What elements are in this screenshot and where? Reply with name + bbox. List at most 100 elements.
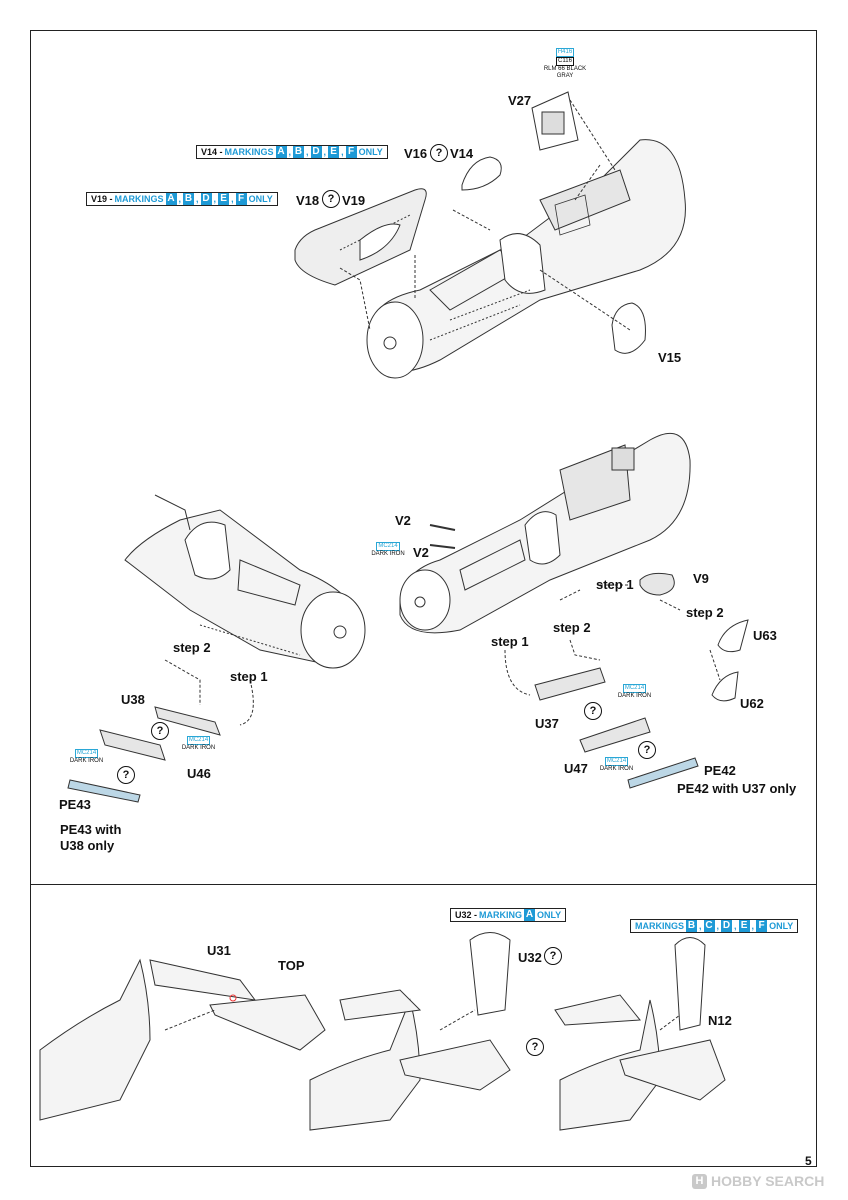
- marking-letter: F: [345, 146, 357, 158]
- step-label: step 1: [596, 577, 634, 592]
- paint-name: DARK IRON: [599, 766, 634, 772]
- note-line: U38 only: [60, 838, 115, 853]
- step-label: step 1: [491, 634, 529, 649]
- tail-drawing-1: [39, 958, 326, 1121]
- paint-name: DARK IRON: [181, 745, 216, 751]
- part-label-u46: U46: [187, 766, 211, 781]
- note-line: PE43 with: [60, 822, 122, 837]
- tail-drawing-3: [554, 937, 726, 1131]
- paint-code: MC214: [186, 736, 211, 745]
- paint-code: MC214: [376, 542, 400, 551]
- part-label-v27: V27: [508, 93, 532, 108]
- marking-suffix: ONLY: [358, 147, 383, 157]
- marking-label: MARKINGS: [224, 147, 274, 157]
- question-mark-icon: ?: [117, 766, 135, 784]
- page-number: 5: [805, 1154, 812, 1168]
- question-mark-icon: ?: [638, 741, 656, 759]
- paint-code: MC214: [74, 749, 99, 758]
- marking-letter: B: [293, 146, 305, 158]
- marking-letter: E: [218, 193, 230, 205]
- section-divider: [30, 884, 817, 885]
- question-mark-icon: ?: [544, 947, 562, 965]
- page-border: [30, 30, 817, 1167]
- marking-suffix: ONLY: [537, 910, 562, 920]
- part-label-v2: V2: [413, 545, 429, 560]
- paint-code: MC214: [604, 757, 629, 766]
- marking-letter: F: [235, 193, 247, 205]
- part-label-v9: V9: [693, 571, 709, 586]
- paint-callout-v2: MC214 DARK IRON: [368, 542, 408, 558]
- step-label: step 2: [173, 640, 211, 655]
- step-label: step 2: [553, 620, 591, 635]
- marking-suffix: ONLY: [248, 194, 273, 204]
- paint-name: DARK IRON: [69, 758, 104, 764]
- part-label-u47: U47: [564, 761, 588, 776]
- step-label: step 1: [230, 669, 268, 684]
- marking-box-n12: MARKINGS B, C, D, E, F ONLY: [630, 919, 799, 933]
- paint-callout-u46: MC214 DARK IRON: [64, 749, 109, 765]
- marking-label: MARKINGS: [635, 921, 684, 931]
- part-label-u62: U62: [740, 696, 764, 711]
- step-label: step 2: [686, 605, 724, 620]
- paint-code: H416: [555, 48, 575, 57]
- marking-label: MARKING: [479, 910, 523, 920]
- part-label-v2: V2: [395, 513, 411, 528]
- part-label-pe43: PE43: [59, 797, 91, 812]
- fuselage-drawing-left: [67, 494, 366, 803]
- marking-letter: A: [524, 909, 536, 921]
- part-label-u63: U63: [753, 628, 777, 643]
- note-pe42: PE42 with U37 only: [677, 781, 797, 796]
- question-mark-icon: ?: [151, 722, 169, 740]
- marking-letter: D: [310, 146, 322, 158]
- marking-box-v14: V14 - MARKINGS A, B, D, E, F ONLY: [196, 145, 388, 159]
- hobby-search-logo-icon: H: [692, 1173, 707, 1189]
- paint-code: C116: [556, 57, 574, 66]
- marking-prefix: V19 -: [91, 194, 113, 204]
- paint-callout-u38: MC214 DARK IRON: [176, 736, 221, 752]
- part-label-v16: V16: [404, 146, 428, 161]
- paint-callout-u37: MC214 DARK IRON: [612, 684, 657, 700]
- marking-letter: D: [200, 193, 212, 205]
- marking-letter: B: [686, 920, 697, 932]
- marking-box-u32: U32 - MARKING A ONLY: [450, 908, 567, 922]
- watermark: H HOBBY SEARCH: [692, 1173, 824, 1189]
- part-label-pe42: PE42: [704, 763, 736, 778]
- paint-name: RLM 66 BLACK GRAY: [543, 66, 587, 79]
- fuselage-drawing-right: [399, 432, 749, 789]
- watermark-text: HOBBY SEARCH: [711, 1173, 825, 1189]
- marking-letter: D: [721, 920, 733, 932]
- part-label-u31: U31: [207, 943, 231, 958]
- part-label-u37: U37: [535, 716, 559, 731]
- part-label-v19: V19: [342, 193, 366, 208]
- marking-prefix: V14 -: [201, 147, 223, 157]
- part-label-u32: U32: [518, 950, 542, 965]
- marking-letter: B: [183, 193, 195, 205]
- part-label-u38: U38: [121, 692, 145, 707]
- question-mark-icon: ?: [430, 144, 448, 162]
- question-mark-icon: ?: [584, 702, 602, 720]
- paint-name: DARK IRON: [371, 551, 405, 557]
- part-label-top: TOP: [278, 958, 305, 973]
- question-mark-icon: ?: [526, 1038, 544, 1056]
- paint-name: DARK IRON: [617, 693, 652, 699]
- paint-callout-u47: MC214 DARK IRON: [594, 757, 639, 773]
- marking-suffix: ONLY: [769, 921, 794, 931]
- marking-letter: E: [328, 146, 340, 158]
- marking-letter: C: [703, 920, 715, 932]
- marking-letter: A: [275, 146, 287, 158]
- fuselage-drawing-top: [294, 91, 686, 379]
- part-label-v15: V15: [658, 350, 682, 365]
- marking-letter: A: [165, 193, 177, 205]
- part-label-v14: V14: [450, 146, 474, 161]
- paint-callout-rlm66: H416 C116 RLM 66 BLACK GRAY: [540, 48, 590, 80]
- question-mark-icon: ?: [322, 190, 340, 208]
- part-label-v18: V18: [296, 193, 320, 208]
- marking-prefix: U32 -: [455, 910, 478, 920]
- tail-drawing-2: [309, 932, 511, 1131]
- note-pe43: PE43 with U38 only: [60, 822, 121, 854]
- paint-code: MC214: [622, 684, 647, 693]
- marking-box-v19: V19 - MARKINGS A, B, D, E, F ONLY: [86, 192, 278, 206]
- part-label-n12: N12: [708, 1013, 732, 1028]
- marking-letter: E: [738, 920, 750, 932]
